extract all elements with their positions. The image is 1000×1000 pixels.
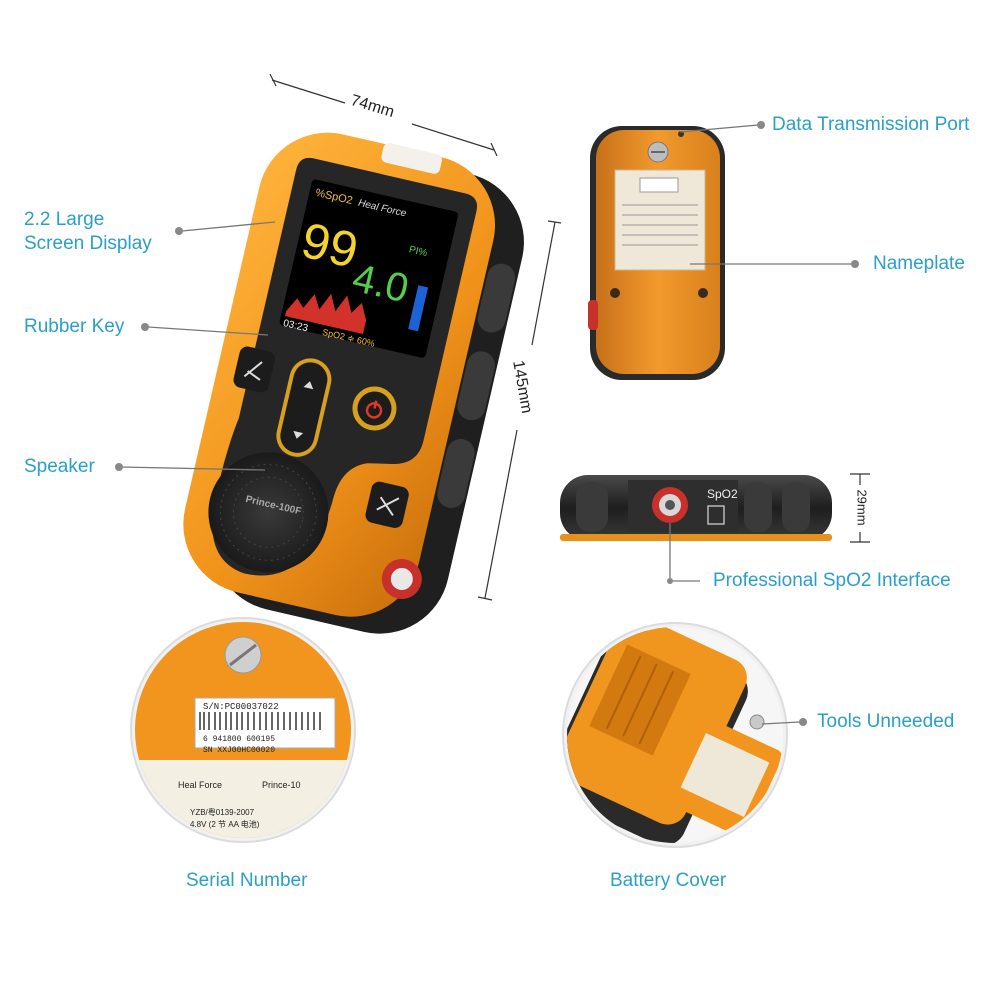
depth-dimension-line: [850, 473, 870, 543]
grip-bottom: [437, 439, 475, 508]
data-port-hole: [678, 131, 684, 137]
callout-dots: [115, 121, 859, 726]
barcode-number: 6 941800 600195: [203, 735, 275, 744]
port-label: SpO2: [707, 487, 738, 501]
battery-closeup: [562, 622, 788, 848]
label-screen-line2: Screen Display: [24, 233, 152, 254]
grip-top: [477, 263, 516, 333]
label-serial-number: Serial Number: [186, 870, 308, 891]
screen-spo2-value: 99: [296, 212, 363, 279]
label-speaker: Speaker: [24, 456, 95, 477]
label-tools-unneeded: Tools Unneeded: [817, 711, 955, 732]
bell-icon: [243, 361, 263, 381]
label-line4: 4.8V (2 节 AA 电池): [190, 819, 260, 829]
label-nameplate: Nameplate: [873, 253, 965, 274]
callout-lines: [121, 124, 852, 725]
label-data-port: Data Transmission Port: [772, 114, 970, 135]
serial-closeup: [130, 617, 356, 843]
oximeter-back-view: [588, 126, 725, 380]
label-rubber-key: Rubber Key: [24, 316, 125, 337]
top-clip: [381, 143, 442, 174]
width-dimension-line: [269, 73, 498, 157]
side-connector: [588, 300, 598, 330]
height-dimension-line: [477, 220, 562, 601]
label-line3: YZB/粤0139-2007: [190, 807, 255, 817]
oximeter-bottom-view: [560, 475, 832, 541]
nav-rocker-inner: [280, 362, 328, 453]
up-arrow-icon: [303, 381, 314, 390]
patient-icon: [707, 505, 725, 525]
screen-pi-label: PI%: [408, 244, 428, 259]
label-line1: Heal Force: [178, 780, 222, 790]
down-arrow-icon: [293, 430, 304, 439]
pleth-waveform: [284, 293, 367, 334]
depth-dimension-label: 29mm: [854, 489, 870, 526]
oximeter-front-view: [183, 132, 524, 634]
label-battery-cover: Battery Cover: [610, 870, 727, 891]
grip-middle: [457, 351, 495, 421]
label-spo2-interface: Professional SpO2 Interface: [713, 570, 951, 591]
label-screen-line1: 2.2 Large: [24, 209, 105, 230]
mute-bell-icon: [376, 496, 400, 516]
serial-code2: SN XXJ00HC00020: [203, 746, 275, 755]
label-line2: Prince-10: [262, 780, 301, 790]
speaker-grille: [208, 452, 329, 573]
signal-bar: [408, 285, 429, 332]
serial-text: S/N:PC00037022: [203, 702, 279, 712]
